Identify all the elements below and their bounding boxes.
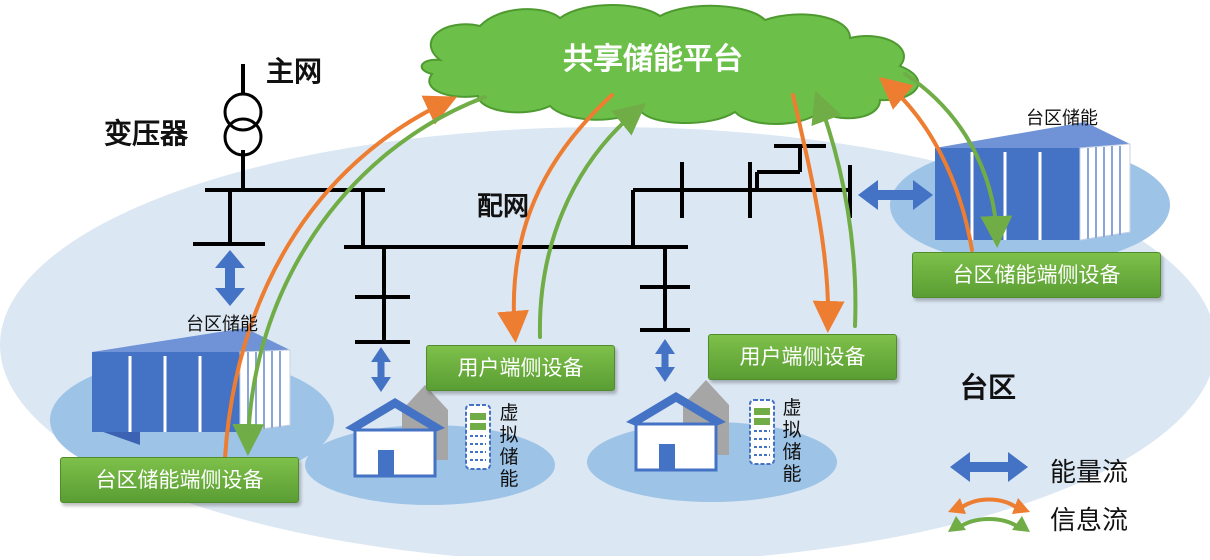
virtual-battery-icon-2 bbox=[749, 399, 775, 465]
legend-energy-label: 能量流 bbox=[1050, 458, 1129, 488]
user-device-box-1: 用户端侧设备 bbox=[426, 345, 615, 391]
legend-energy-icon bbox=[950, 452, 1028, 482]
storage-container-left bbox=[92, 328, 291, 445]
house-icon-1 bbox=[345, 385, 448, 478]
left-storage-device-box: 台区储能端侧设备 bbox=[60, 457, 299, 503]
virtual-battery-icon-1 bbox=[465, 404, 491, 470]
info-flow-orange-user-1 bbox=[497, 93, 614, 343]
platform-label: 共享储能平台 bbox=[563, 42, 743, 77]
info-flow-green-user-2 bbox=[811, 90, 858, 328]
energy-arrow-user-2 bbox=[655, 339, 675, 382]
legend-info-icon bbox=[948, 497, 1030, 532]
virtual-storage-label-2: 虚 拟 储 能 bbox=[779, 397, 805, 485]
info-flow-green-left bbox=[232, 95, 487, 456]
main-grid-label: 主网 bbox=[266, 55, 323, 88]
info-flow-green-user-1 bbox=[537, 102, 647, 339]
energy-arrow-user-1 bbox=[371, 347, 391, 392]
storage-container-right bbox=[935, 122, 1131, 241]
virtual-storage-label-1: 虚 拟 储 能 bbox=[496, 402, 522, 490]
dist-grid-label: 配网 bbox=[477, 192, 530, 222]
energy-arrow-left bbox=[215, 250, 245, 306]
virtual-storage-char: 拟 bbox=[782, 419, 802, 441]
info-flow-orange-left bbox=[223, 95, 458, 460]
virtual-storage-char: 虚 bbox=[499, 402, 519, 424]
right-storage-device-box: 台区储能端侧设备 bbox=[912, 252, 1161, 298]
info-flow-orange-user-2 bbox=[791, 93, 845, 333]
virtual-storage-char: 储 bbox=[499, 446, 519, 468]
virtual-storage-char: 虚 bbox=[782, 397, 802, 419]
virtual-storage-char: 能 bbox=[499, 468, 519, 490]
info-flow-orange-right bbox=[878, 76, 974, 252]
legend-info-label: 信息流 bbox=[1050, 506, 1129, 536]
virtual-storage-char: 拟 bbox=[499, 424, 519, 446]
virtual-storage-char: 能 bbox=[782, 463, 802, 485]
user-device-box-2: 用户端侧设备 bbox=[708, 334, 897, 380]
info-flow-green-right bbox=[903, 72, 1013, 248]
transformer-label: 变压器 bbox=[104, 117, 189, 150]
info-flows bbox=[223, 72, 1013, 460]
transformer-coil-bottom bbox=[223, 117, 263, 157]
area-label: 台区 bbox=[960, 371, 1017, 404]
house-icon-2 bbox=[626, 380, 729, 472]
virtual-storage-char: 储 bbox=[782, 441, 802, 463]
storage-right-label: 台区储能 bbox=[1026, 108, 1098, 129]
energy-arrow-right bbox=[858, 180, 933, 210]
storage-left-label: 台区储能 bbox=[186, 314, 258, 335]
